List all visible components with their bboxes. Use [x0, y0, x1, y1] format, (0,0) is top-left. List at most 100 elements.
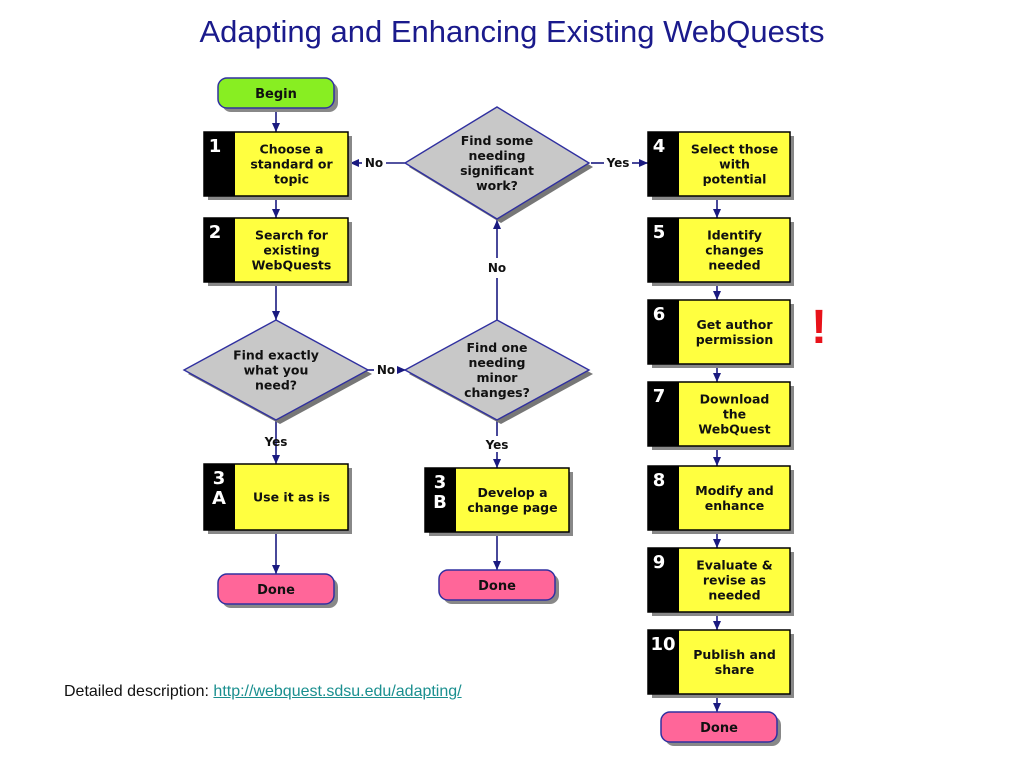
decision-minor-changes-label: minor — [477, 370, 519, 385]
step-9-box-label: needed — [708, 588, 760, 603]
step-8-box-label: enhance — [705, 498, 765, 513]
done-terminal-3a: Done — [217, 573, 338, 608]
warning-exclamation-icon: ! — [811, 301, 827, 354]
step-7-box-label: Download — [700, 392, 770, 407]
step-2-box-label: Search for — [255, 228, 329, 243]
step-6-box-label: permission — [696, 332, 774, 347]
step-3a-box-number: 3 — [213, 468, 226, 489]
step-9-box-label: revise as — [703, 573, 766, 588]
step-9-box-number: 9 — [653, 552, 666, 573]
begin-terminal-shape — [217, 77, 335, 109]
step-3a-box: 3A Use it as is — [203, 463, 352, 534]
step-2-box-number-bg — [204, 218, 235, 282]
decision-find-exactly-label: Find exactly — [233, 348, 319, 363]
arrowhead-icon — [397, 366, 406, 374]
step-4-box-label: with — [719, 157, 750, 172]
step-3b-box-label: change page — [467, 500, 557, 515]
done-terminal-final: Done — [660, 711, 781, 746]
step-9-box-number-bg — [648, 548, 679, 612]
arrowhead-icon — [272, 565, 280, 574]
step-6-box-number: 6 — [653, 304, 666, 325]
step-3a-box-label: Use it as is — [253, 490, 330, 505]
arrowhead-icon — [272, 311, 280, 320]
step-3b-box-number: B — [433, 492, 447, 513]
step-5-box-number: 5 — [653, 222, 666, 243]
decision-find-exactly-shape — [182, 319, 370, 421]
step-3a-box-number: A — [212, 488, 226, 509]
step-10-box-label: Publish and — [693, 647, 776, 662]
step-3b-box-label: Develop a — [477, 485, 547, 500]
step-5-box-number-bg — [648, 218, 679, 282]
edge-label-no: No — [488, 261, 506, 275]
edge-label-no: No — [377, 363, 395, 377]
done-terminal-3b: Done — [438, 569, 559, 604]
decision-find-exactly-label: need? — [255, 378, 297, 393]
decision-significant-work-label: needing — [469, 148, 526, 163]
step-5-box-label: Identify — [707, 228, 762, 243]
step-10-box-number: 10 — [650, 634, 675, 655]
decision-significant-work-label: Find some — [461, 133, 534, 148]
step-4-box-label: Select those — [691, 142, 778, 157]
edge-label-yes: Yes — [606, 156, 630, 170]
step-1-box-number-bg — [204, 132, 235, 196]
arrowhead-icon — [713, 457, 721, 466]
arrowhead-icon — [713, 621, 721, 630]
decision-minor-changes-label: needing — [469, 355, 526, 370]
arrowhead-icon — [713, 703, 721, 712]
step-1-box-label: topic — [274, 172, 309, 187]
begin-terminal-label: Begin — [255, 87, 297, 102]
page-title: Adapting and Enhancing Existing WebQuest… — [199, 14, 825, 49]
step-4-box-number-bg — [648, 132, 679, 196]
step-5-box-label: needed — [708, 258, 760, 273]
arrowhead-icon — [713, 539, 721, 548]
arrowhead-icon — [350, 159, 359, 167]
step-1-box-number: 1 — [209, 136, 222, 157]
arrowhead-icon — [493, 561, 501, 570]
step-1-box-label: Choose a — [260, 142, 324, 157]
arrowhead-icon — [272, 455, 280, 464]
arrowhead-icon — [272, 123, 280, 132]
step-7-box-label: the — [723, 407, 746, 422]
step-3b-box-number-bg — [425, 468, 456, 532]
arrowhead-icon — [639, 159, 648, 167]
done-terminal-3b-label: Done — [478, 579, 516, 594]
step-2-box-number: 2 — [209, 222, 222, 243]
footer-link[interactable]: http://webquest.sdsu.edu/adapting/ — [213, 683, 462, 700]
step-8-box-number-bg — [648, 466, 679, 530]
step-7-box-label: WebQuest — [698, 422, 770, 437]
step-10-box-label: share — [715, 662, 754, 677]
step-7-box-number: 7 — [653, 386, 666, 407]
step-4-box-number: 4 — [653, 136, 666, 157]
decision-significant-work-label: significant — [460, 163, 534, 178]
footer-description: Detailed description: http://webquest.sd… — [64, 683, 462, 701]
step-2-box-label: WebQuests — [252, 258, 332, 273]
decision-minor-changes-label: changes? — [464, 385, 530, 400]
edge-label-no: No — [365, 156, 383, 170]
step-8-box-number: 8 — [653, 470, 666, 491]
done-terminal-3a-shape — [217, 573, 335, 605]
step-3a-box-number-bg — [204, 464, 235, 530]
decision-minor-changes-shape — [403, 319, 591, 421]
decision-significant-work-shape — [403, 106, 591, 220]
edge-label-yes: Yes — [485, 438, 509, 452]
step-9-box-label: Evaluate & — [696, 558, 773, 573]
done-terminal-final-label: Done — [700, 721, 738, 736]
arrowhead-icon — [713, 373, 721, 382]
arrowhead-icon — [493, 459, 501, 468]
arrowhead-icon — [713, 209, 721, 218]
edge-label-yes: Yes — [264, 435, 288, 449]
done-terminal-final-shape — [660, 711, 778, 743]
step-6-box-label: Get author — [696, 317, 773, 332]
decision-significant-work-label: work? — [476, 178, 518, 193]
